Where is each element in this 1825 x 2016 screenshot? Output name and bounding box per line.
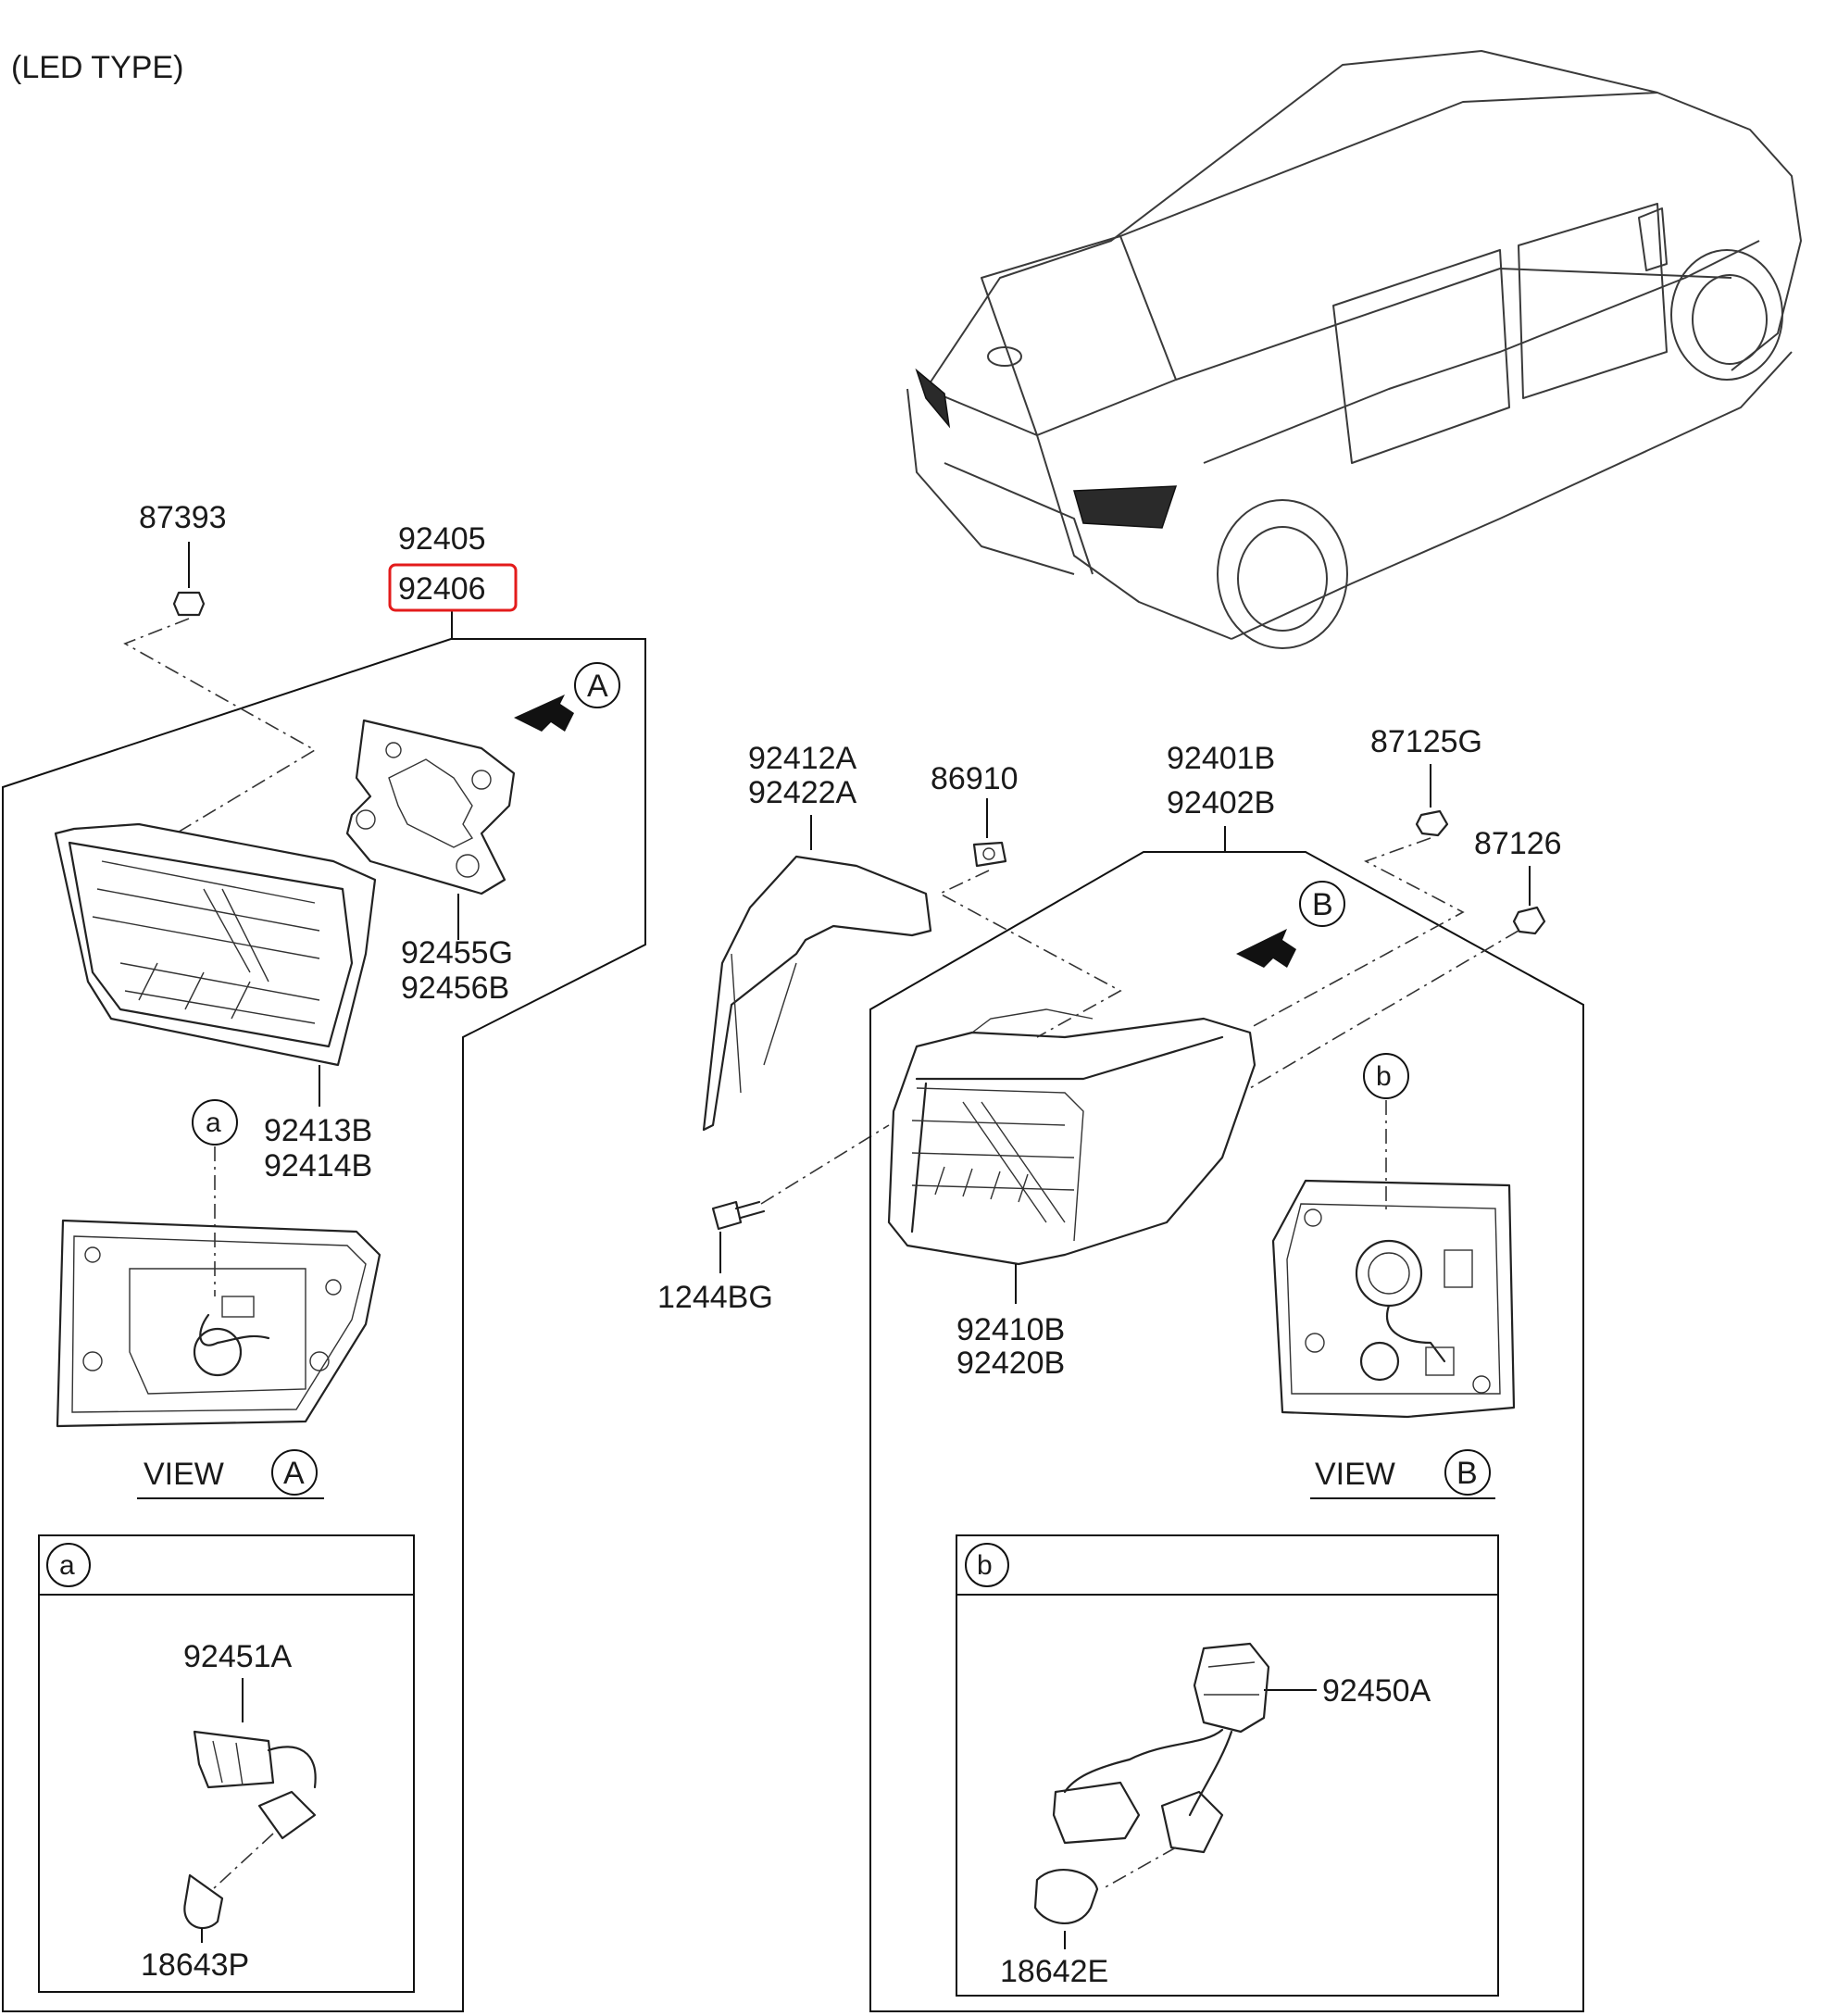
view-a-circle (271, 1449, 318, 1496)
view-b-word: VIEW (1315, 1457, 1395, 1492)
detail-box-b-letter: b (977, 1550, 993, 1581)
callout-b-upper-text: B (1312, 887, 1333, 922)
label-92420B: 92420B (956, 1346, 1065, 1381)
nut-87393 (172, 591, 206, 617)
view-b-arrow (1236, 929, 1296, 968)
view-b-letter: B (1456, 1456, 1478, 1491)
label-92455G: 92455G (401, 935, 513, 970)
label-18643P: 18643P (141, 1947, 249, 1983)
nut-87125G (1415, 809, 1449, 837)
label-92413B: 92413B (264, 1113, 372, 1148)
label-87126: 87126 (1474, 826, 1562, 861)
detail-box-b (956, 1534, 1499, 1997)
label-92451A: 92451A (183, 1639, 293, 1674)
detail-box-a (38, 1534, 415, 1993)
label-86910: 86910 (931, 761, 1019, 796)
label-92456B: 92456B (401, 970, 509, 1006)
callout-a-upper-text: A (587, 669, 608, 704)
view-a-letter: A (283, 1456, 305, 1491)
screw-1244BG (711, 1200, 766, 1231)
label-92450A: 92450A (1322, 1673, 1431, 1709)
label-1244BG: 1244BG (657, 1280, 773, 1315)
garnish-92412A (702, 855, 932, 1132)
view-b-circle (1444, 1449, 1491, 1496)
detail-box-b-badge (965, 1543, 1009, 1587)
variant-title: (LED TYPE) (11, 50, 183, 85)
label-18642E: 18642E (1000, 1954, 1108, 1989)
view-a-word: VIEW (144, 1457, 224, 1492)
callout-a-lower-text: a (206, 1108, 221, 1138)
label-92414B: 92414B (264, 1148, 372, 1183)
detail-box-a-letter: a (59, 1550, 75, 1581)
view-a-backside (56, 1219, 381, 1428)
gasket-92455G (345, 719, 516, 895)
label-87393: 87393 (139, 500, 227, 535)
socket-harness-92451A (193, 1730, 317, 1840)
bulb-18642E (1033, 1869, 1099, 1949)
outer-lamp-92410B (887, 1008, 1256, 1266)
view-b-backside (1271, 1179, 1516, 1419)
label-87125G: 87125G (1370, 724, 1482, 759)
label-92405: 92405 (398, 521, 486, 557)
callout-b-lower-text: b (1376, 1061, 1392, 1092)
label-92406: 92406 (398, 571, 486, 607)
highlight-box-92406 (388, 563, 518, 612)
callout-b-lower (1363, 1053, 1409, 1099)
left-assembly-frame (2, 638, 646, 2012)
socket-harness-92450A (1052, 1642, 1270, 1854)
inner-lamp-92413B (54, 822, 377, 1067)
callout-a-lower (192, 1099, 238, 1146)
label-92410B: 92410B (956, 1312, 1065, 1347)
clip-86910 (972, 841, 1007, 868)
label-92422A: 92422A (748, 775, 857, 810)
callout-a-upper (574, 662, 620, 708)
nut-87126 (1512, 906, 1546, 935)
label-92401B: 92401B (1167, 741, 1275, 776)
view-a-arrow (514, 695, 574, 732)
detail-box-a-badge (46, 1543, 91, 1587)
label-92412A: 92412A (748, 741, 857, 776)
label-92402B: 92402B (1167, 785, 1275, 820)
bulb-18643P (183, 1873, 224, 1943)
callout-b-upper (1299, 881, 1345, 927)
right-assembly-frame (869, 851, 1584, 2012)
vehicle-illustration (906, 50, 1802, 649)
